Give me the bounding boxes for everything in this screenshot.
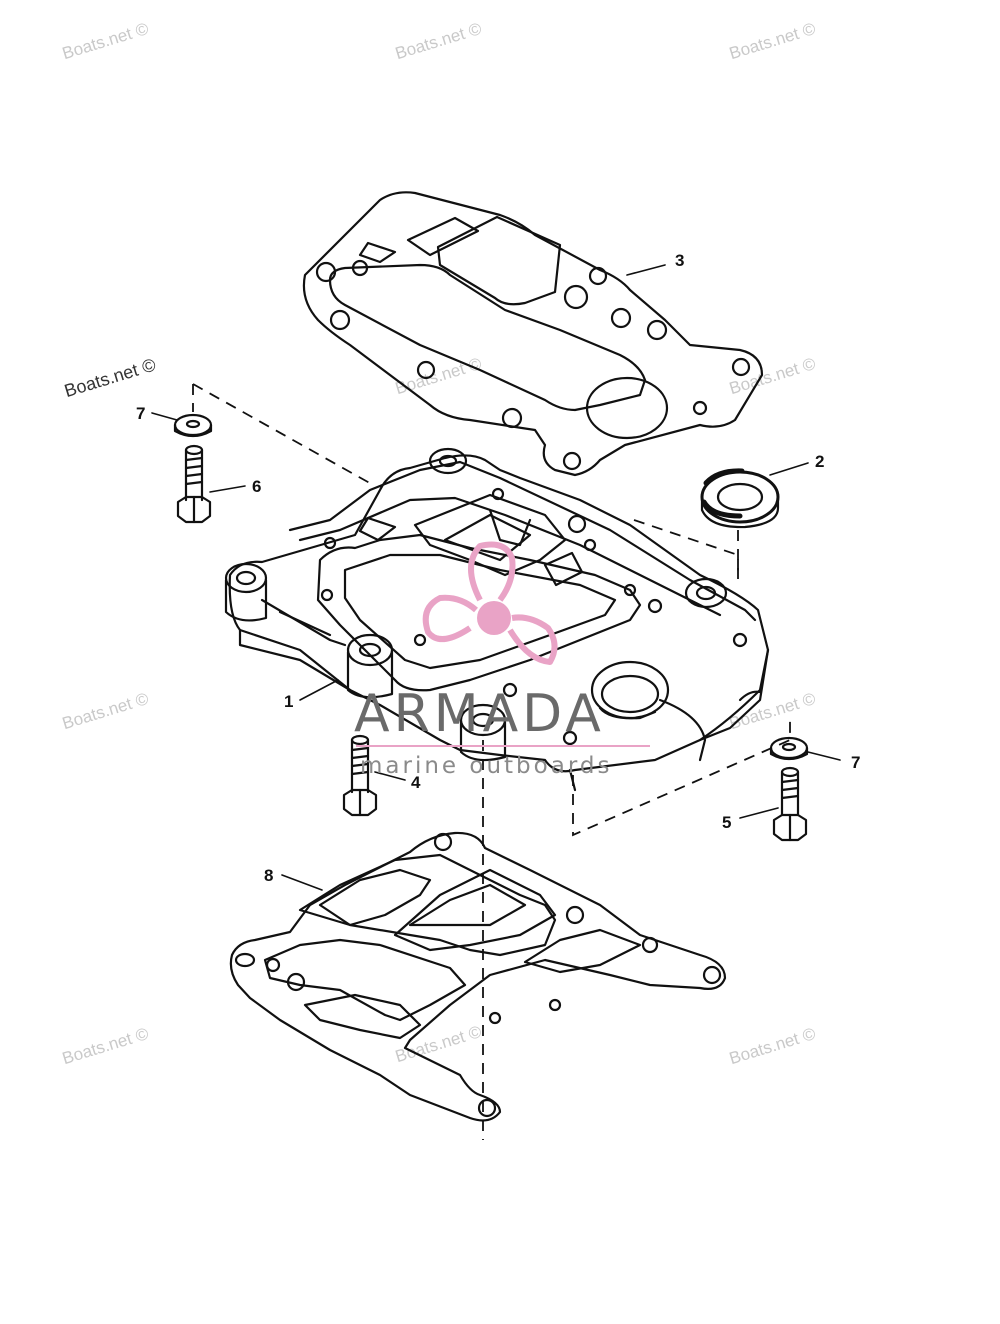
callout-5: 5 (722, 813, 732, 832)
part-6-bolt (176, 444, 212, 524)
part-7-washer-left (173, 413, 213, 438)
callout-3: 3 (675, 251, 685, 270)
part-3-upper-gasket (302, 191, 764, 477)
part-2-seal (700, 468, 780, 529)
part-4-bolt (342, 734, 378, 817)
callout-4: 4 (411, 773, 421, 792)
part-7-washer-right (769, 736, 809, 761)
callout-1: 1 (284, 692, 294, 711)
part-5-bolt (772, 766, 808, 842)
callout-7-right: 7 (851, 753, 861, 772)
logo-tagline: marine outboards (360, 753, 613, 779)
callout-6: 6 (252, 477, 262, 496)
callout-2: 2 (815, 452, 825, 471)
callout-8: 8 (264, 866, 274, 885)
callout-7-left: 7 (136, 404, 146, 423)
part-1-exhaust-plate (224, 447, 770, 792)
armada-propeller-logo (422, 541, 558, 665)
part-8-lower-gasket (229, 831, 727, 1122)
logo-wordmark: ARMADA (354, 684, 605, 744)
